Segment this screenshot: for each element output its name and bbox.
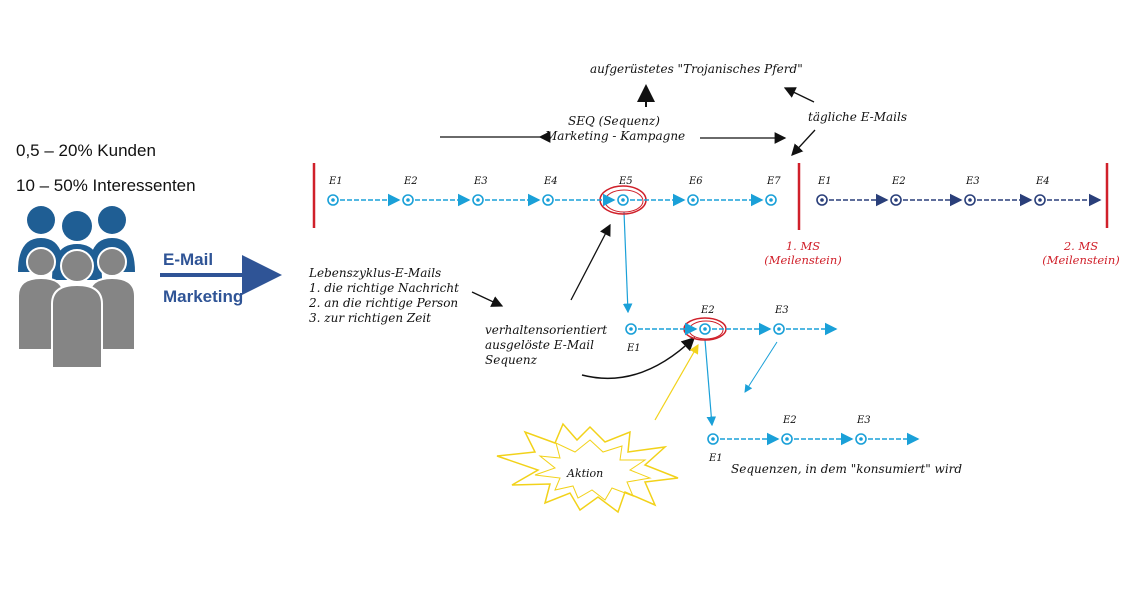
main-row-label: E1: [328, 176, 343, 187]
sub-row1-label: E3: [774, 305, 789, 316]
action-label: Aktion: [567, 467, 604, 480]
e3-down-arrow: [744, 341, 778, 393]
sub-row1-label: E2: [700, 305, 715, 316]
ms-row-node-dot: [894, 198, 898, 202]
seq-label: SEQ (Sequenz): [568, 114, 660, 128]
main-row-node-dot: [621, 198, 625, 202]
email-label: E-Mail: [163, 250, 214, 269]
main-row-node-dot: [769, 198, 773, 202]
ms-row-label: E4: [1035, 176, 1050, 187]
sub-row2-label: E2: [782, 415, 797, 426]
ms-row-node-dot: [968, 198, 972, 202]
daily-arrow: [791, 129, 816, 156]
ms-row-node-dot: [1038, 198, 1042, 202]
main-row-label: E4: [543, 176, 558, 187]
sub-row2-label: E3: [856, 415, 871, 426]
sub-row1-label: E1: [626, 343, 641, 354]
trojan-arrow-right: [783, 87, 815, 103]
ms-row-label: E2: [891, 176, 906, 187]
main-row-label: E7: [766, 176, 781, 187]
prospects-stat: 10 – 50% Interessenten: [16, 176, 196, 195]
main-row-node-dot: [546, 198, 550, 202]
daily-emails-label: tägliche E-Mails: [808, 110, 908, 124]
main-row-node-dot: [331, 198, 335, 202]
campaign-label: Marketing - Kampagne: [545, 129, 686, 143]
milestone-1-label: 1. MS(Meilenstein): [764, 239, 842, 267]
sub-row2-node-dot: [859, 437, 863, 441]
behavior-block: verhaltensorientiert ausgelöste E-Mail S…: [485, 323, 608, 367]
ms-row-node-dot: [820, 198, 824, 202]
consumed-label: Sequenzen, in dem "konsumiert" wird: [731, 462, 963, 476]
ms-row-label: E3: [965, 176, 980, 187]
trojan-label: aufgerüstetes "Trojanisches Pferd": [590, 62, 803, 76]
sub-row2-node-dot: [711, 437, 715, 441]
sub-row1-node-dot: [629, 327, 633, 331]
action-starburst: [496, 422, 679, 514]
ms-row-label: E1: [817, 176, 832, 187]
main-row-label: E5: [618, 176, 633, 187]
lifecycle-block: Lebenszyklus-E-Mails 1. die richtige Nac…: [309, 266, 459, 325]
milestone-2-label: 2. MS(Meilenstein): [1042, 239, 1120, 267]
behavior-arrow: [570, 223, 611, 301]
action-arrow: [654, 343, 699, 421]
customers-stat: 0,5 – 20% Kunden: [16, 141, 156, 160]
sub-row1-node-dot: [777, 327, 781, 331]
sub-row2-label: E1: [708, 453, 723, 464]
main-row-label: E3: [473, 176, 488, 187]
e5-down-arrow: [622, 211, 633, 314]
sub-row2-node-dot: [785, 437, 789, 441]
main-row-label: E2: [403, 176, 418, 187]
e2-down-arrow: [704, 339, 717, 427]
main-row-node-dot: [691, 198, 695, 202]
lifecycle-arrow: [471, 291, 504, 307]
marketing-label: Marketing: [163, 287, 244, 306]
main-row-node-dot: [476, 198, 480, 202]
sub-row1-node-dot: [703, 327, 707, 331]
main-row-node-dot: [406, 198, 410, 202]
behavior-curve-arrow: [581, 336, 696, 380]
main-row-label: E6: [688, 176, 703, 187]
